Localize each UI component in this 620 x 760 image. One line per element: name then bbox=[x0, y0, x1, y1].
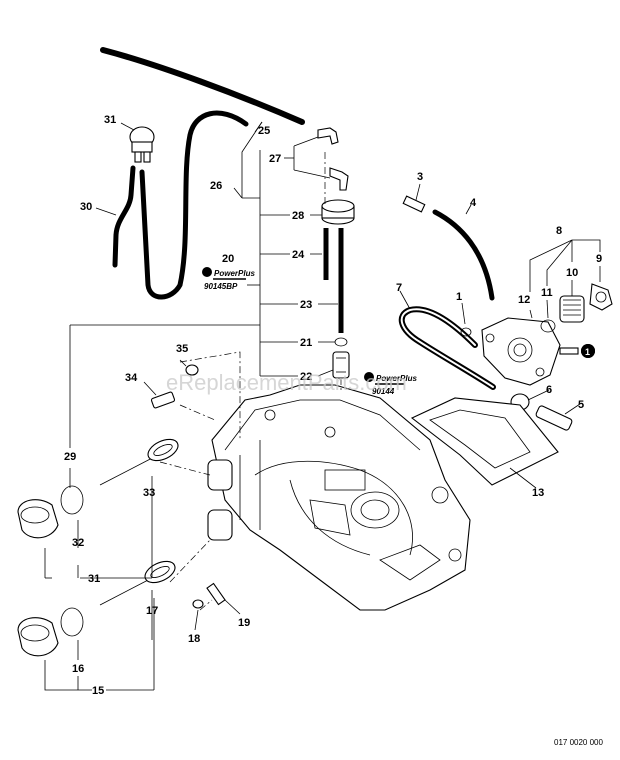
callout-23: 24 bbox=[292, 249, 305, 261]
o-ring-11 bbox=[540, 319, 556, 333]
elbow-fitting-top bbox=[317, 127, 339, 145]
callout-4: 4 bbox=[470, 197, 477, 209]
primer-bulb-30 bbox=[129, 126, 155, 163]
callout-30: 31 bbox=[104, 114, 116, 126]
callout-28: 29 bbox=[64, 451, 76, 463]
grommet-27 bbox=[321, 199, 355, 225]
oil-line-4 bbox=[432, 209, 495, 301]
callout-34: 34 bbox=[125, 372, 138, 384]
callout-1 bbox=[581, 344, 595, 358]
powerplus-badge-21: PowerPlus 90144 bbox=[364, 372, 417, 396]
callout-26: 27 bbox=[269, 153, 281, 165]
callout-11: 11 bbox=[541, 287, 553, 299]
callout-25: 26 bbox=[210, 180, 222, 192]
callout-31: 31 bbox=[88, 573, 100, 585]
pin-5 bbox=[535, 405, 573, 431]
crankcase-housing bbox=[207, 384, 471, 611]
tank-cap-32 bbox=[17, 499, 59, 539]
callout-22: 23 bbox=[300, 299, 312, 311]
svg-text:PowerPlus: PowerPlus bbox=[214, 269, 255, 278]
oil-pump-12 bbox=[481, 317, 561, 386]
svg-text:90145BP: 90145BP bbox=[204, 282, 238, 291]
watermark-text: eReplacementParts.com bbox=[166, 370, 407, 395]
callout-29: 30 bbox=[80, 201, 92, 213]
dipstick-16 bbox=[99, 560, 176, 606]
nut-17 bbox=[192, 599, 204, 609]
callout-2: 1 bbox=[456, 291, 462, 303]
callout-19: 20 bbox=[222, 253, 234, 265]
callout-20: 21 bbox=[300, 337, 312, 349]
callout-1-label: 1 bbox=[585, 347, 590, 357]
callout-12: 12 bbox=[518, 294, 530, 306]
callout-7: 7 bbox=[396, 282, 402, 294]
pump-cap-9 bbox=[589, 283, 613, 311]
bolt-34 bbox=[150, 391, 176, 409]
callout-9: 9 bbox=[596, 253, 602, 265]
callout-16: 17 bbox=[146, 605, 158, 617]
gasket-16a bbox=[60, 607, 84, 637]
callout-15: 16 bbox=[72, 663, 84, 675]
callout-21: 22 bbox=[300, 371, 312, 383]
fitting-3 bbox=[402, 195, 426, 213]
fuel-line-24 bbox=[100, 47, 305, 125]
tank-cap-15 bbox=[17, 617, 59, 657]
callout-32: 32 bbox=[72, 537, 84, 549]
callout-18: 19 bbox=[238, 617, 250, 629]
callout-5: 5 bbox=[578, 399, 584, 411]
washer-35 bbox=[185, 364, 199, 376]
callout-27: 28 bbox=[292, 210, 304, 222]
drawing-number: 017 0020 000 bbox=[554, 738, 603, 747]
svg-text:PowerPlus: PowerPlus bbox=[376, 374, 417, 383]
dipstick-33 bbox=[99, 438, 179, 486]
callout-14: 15 bbox=[92, 685, 104, 697]
o-ring-2 bbox=[460, 327, 472, 337]
screw-18 bbox=[206, 582, 226, 606]
callout-17: 18 bbox=[188, 633, 200, 645]
o-ring-20 bbox=[334, 337, 348, 347]
callout-8: 8 bbox=[556, 225, 562, 237]
elbow-fitting-bottom bbox=[329, 167, 349, 191]
guide-plate-13 bbox=[410, 397, 559, 486]
callout-3: 3 bbox=[417, 171, 423, 183]
callout-35: 35 bbox=[176, 343, 188, 355]
fuel-line-29 bbox=[112, 165, 136, 268]
gasket-28 bbox=[60, 485, 84, 515]
worm-gear-10 bbox=[559, 295, 585, 323]
fuel-line-25 bbox=[139, 110, 249, 300]
callout-24: 25 bbox=[258, 125, 270, 137]
svg-text:90144: 90144 bbox=[372, 387, 395, 396]
callout-6: 6 bbox=[546, 384, 552, 396]
callout-33: 33 bbox=[143, 487, 155, 499]
fuel-filter-21 bbox=[332, 351, 350, 379]
callout-10: 10 bbox=[566, 267, 578, 279]
powerplus-badge-19: PowerPlus 90145BP bbox=[202, 267, 255, 291]
callout-13: 13 bbox=[532, 487, 544, 499]
